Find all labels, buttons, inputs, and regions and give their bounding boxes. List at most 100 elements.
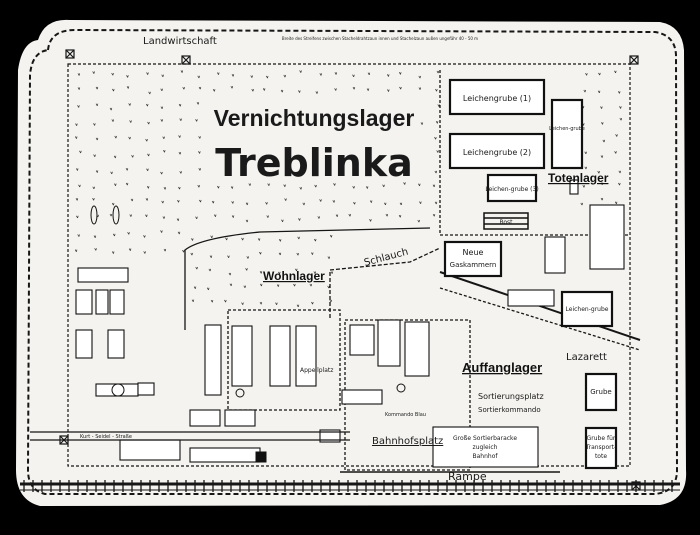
tree-mark <box>618 182 621 186</box>
tree-mark <box>295 268 298 272</box>
tree-mark <box>126 86 130 89</box>
tree-mark <box>333 183 336 186</box>
tree-mark <box>614 151 617 154</box>
tree-mark <box>95 86 99 90</box>
tree-mark <box>319 199 322 202</box>
tree-mark <box>348 213 351 217</box>
inner-fence <box>67 63 631 467</box>
tree-mark <box>197 184 200 188</box>
tree-mark <box>314 184 317 188</box>
building-a9 <box>189 409 221 427</box>
tree-mark <box>319 73 322 76</box>
big-sorting-2: zugleich <box>473 444 498 451</box>
road-label: Kurt - Seidel - Straße <box>80 434 132 440</box>
tree-mark <box>383 202 387 206</box>
tree-mark <box>418 75 421 79</box>
tree-mark <box>435 120 439 124</box>
tree-mark <box>298 218 301 221</box>
tree-mark <box>403 182 406 185</box>
tree-mark <box>315 91 318 94</box>
tree-mark <box>109 107 113 111</box>
building-a7 <box>95 383 139 397</box>
tree-mark <box>110 171 113 175</box>
big-sorting-1: Große Sortierbaracke <box>453 435 517 442</box>
tree-mark <box>601 122 604 125</box>
tree-mark <box>217 72 220 75</box>
tree-mark <box>309 283 313 287</box>
building-a10 <box>224 409 256 427</box>
pit-side-label: Leichen-grube <box>566 306 609 313</box>
pit-2-label: Leichengrube (2) <box>463 148 531 157</box>
zone-hospital: Lazarett <box>566 352 607 363</box>
pit-1-label: Leichengrube (1) <box>463 94 531 103</box>
roast-label: Rost <box>499 219 513 226</box>
tree-mark <box>146 168 149 172</box>
pit-3-label: Leichen-grube (3) <box>485 186 538 193</box>
tree-mark <box>160 106 164 110</box>
tree-mark <box>95 170 99 173</box>
zone-reception: Auffanglager <box>462 360 542 375</box>
tree-mark <box>95 103 99 107</box>
tree-mark <box>195 266 198 270</box>
big-sorting-3: Bahnhof <box>473 453 499 460</box>
tree-mark <box>280 89 284 93</box>
zone-death-camp: Totenlager <box>548 171 609 185</box>
tree-mark <box>434 136 437 140</box>
tree-mark <box>191 238 194 241</box>
tree-mark <box>352 86 356 90</box>
command-label: Kommando Blau <box>385 412 426 418</box>
pond-icon-2 <box>112 205 120 225</box>
tree-mark <box>208 268 212 272</box>
tree-mark <box>147 153 150 157</box>
tree-mark <box>618 170 621 174</box>
tree-mark <box>245 219 249 223</box>
tree-mark <box>334 72 338 75</box>
tree-mark <box>231 74 235 77</box>
tree-mark <box>585 73 588 76</box>
tree-mark <box>182 249 185 253</box>
tree-mark <box>329 234 333 238</box>
tree-mark <box>597 90 601 94</box>
tree-mark <box>386 74 390 77</box>
tree-mark <box>329 299 332 303</box>
tree-mark <box>327 256 331 259</box>
tree-mark <box>125 182 129 186</box>
tree-mark <box>176 218 180 221</box>
tree-mark <box>583 89 586 93</box>
tree-mark <box>399 86 402 90</box>
tree-mark <box>436 70 440 74</box>
grube-sand-1: Grube für <box>587 435 616 442</box>
burial-pit-1 <box>448 78 546 116</box>
tree-mark <box>298 90 301 93</box>
tree-mark <box>330 271 334 274</box>
grube-sand-3: tote <box>595 453 607 460</box>
zone-sorting-cmd: Sortierkommando <box>478 406 541 414</box>
tree-mark <box>278 271 281 275</box>
pond-icon <box>90 205 98 225</box>
gas-label-2: Gaskammern <box>450 261 497 269</box>
map-title-line1: Vernichtungslager <box>214 105 415 131</box>
tree-mark <box>257 238 261 241</box>
tree-mark <box>198 168 201 171</box>
tree-mark <box>283 184 286 187</box>
tree-mark <box>262 88 266 91</box>
tree-mark <box>259 301 263 305</box>
building-e2 <box>189 447 261 463</box>
tree-mark <box>334 88 337 91</box>
tree-mark <box>198 136 201 139</box>
tree-mark <box>231 201 234 204</box>
grube-sand-box <box>584 426 618 470</box>
tree-mark <box>178 186 181 190</box>
tree-mark <box>419 201 422 204</box>
tree-mark <box>335 214 339 217</box>
tree-mark <box>353 201 356 205</box>
building-d2 <box>507 289 555 307</box>
tree-mark <box>366 88 370 91</box>
tree-mark <box>129 214 132 217</box>
zone-agriculture: Landwirtschaft <box>143 36 217 47</box>
tree-mark <box>382 184 385 188</box>
tree-mark <box>198 151 201 154</box>
tree-mark <box>224 299 227 303</box>
tree-mark <box>163 187 167 190</box>
